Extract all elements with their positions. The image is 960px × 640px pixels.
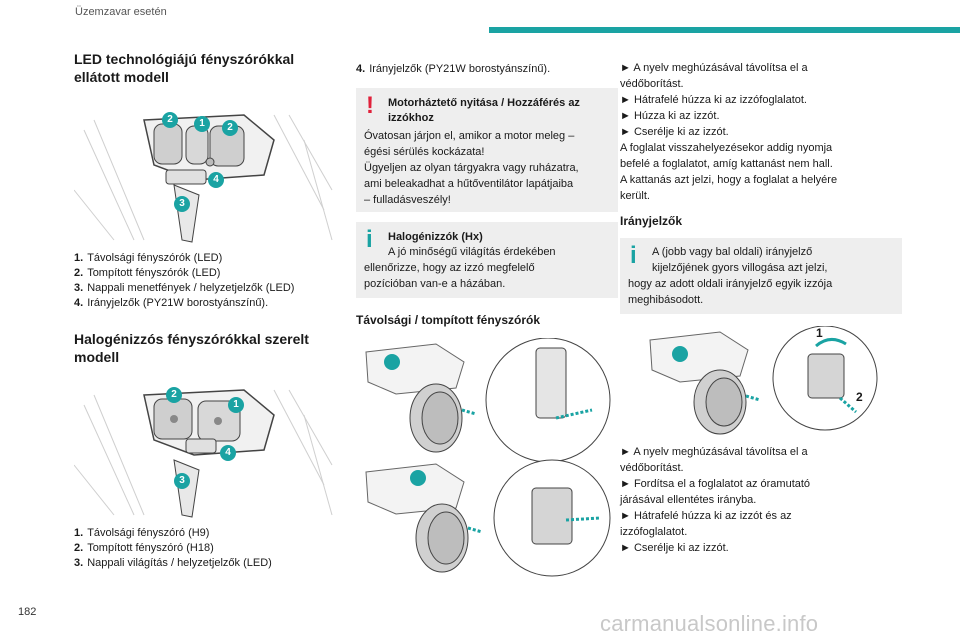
header-title: Üzemzavar esetén [75,6,167,18]
list-item: 2.Tompított fényszóró (H18) [74,542,214,554]
headlamp-illustration-icon [73,114,333,243]
list-item: 3.Nappali menetfények / helyzetjelzők (L… [74,282,295,294]
turn-signal-item: 4.Irányjelzők (PY21W borostyánszínű). [356,63,551,75]
warning-box: ! Motorháztető nyitása / Hozzáférés az i… [356,88,618,212]
warning-title: Motorháztető nyitása / Hozzáférés az izz… [388,97,580,124]
halogen-model-title: Halogénizzós fényszórókkal szerelt model… [74,331,309,365]
turn-signal-figure: 1 2 [620,325,905,436]
callout-2: 2 [222,120,238,136]
list-item: 1.Távolsági fényszórók (LED) [74,252,223,264]
led-model-title: LED technológiájú fényszórókkal ellátott… [74,51,295,85]
info-box: i Halogénizzók (Hx) A jó minőségű világí… [356,222,618,298]
turn-signal-info-text: A (jobb vagy bal oldali) irányjelző kije… [628,246,833,306]
callout-1: 1 [816,326,823,340]
callout-3: 3 [174,473,190,489]
callout-2: 2 [166,387,182,403]
info-icon: i [366,226,373,253]
led-legend-list: 1.Távolsági fényszórók (LED) 2.Tompított… [74,251,336,311]
callout-1: 1 [228,397,244,413]
list-item: 3.Nappali világítás / helyzetjelzők (LED… [74,557,272,569]
high-low-beam-heading: Távolsági / tompított fényszórók [356,313,541,327]
info-title: Halogénizzók (Hx) [388,231,483,243]
list-item: 2.Tompított fényszórók (LED) [74,267,221,279]
page-number: 182 [18,606,37,618]
list-item: 4.Irányjelzők (PY21W borostyánszínű). [74,297,269,309]
bulb-replacement-figure [356,337,618,580]
watermark: carmanualsonline.info [600,611,819,636]
turn-signal-info-box: i A (jobb vagy bal oldali) irányjelző ki… [620,238,902,314]
bulb-steps-2: ► A nyelv meghúzásával távolítsa el a vé… [620,446,811,554]
callout-1: 1 [194,116,210,132]
info-text: A jó minőségű világítás érdekében ellenő… [364,246,556,290]
halogen-legend-list: 1.Távolsági fényszóró (H9) 2.Tompított f… [74,526,336,571]
callout-4: 4 [220,445,236,461]
header-accent-bar [489,27,960,33]
bulb-steps-1: ► A nyelv meghúzásával távolítsa el a vé… [620,62,838,202]
callout-3: 3 [174,196,190,212]
callout-2: 2 [162,112,178,128]
led-headlamp-figure: 2 1 2 4 3 [73,110,336,246]
warning-exclamation-icon: ! [366,92,374,119]
list-item: 1.Távolsági fényszóró (H9) [74,527,210,539]
turn-signal-illustration-icon [649,325,878,435]
turn-signals-heading: Irányjelzők [620,214,683,228]
column-1: LED technológiájú fényszórókkal ellátott… [74,50,336,86]
info-icon: i [630,242,637,269]
headlamp-illustration-icon [73,389,333,518]
callout-4: 4 [208,172,224,188]
warning-text: Óvatosan járjon el, amikor a motor meleg… [364,130,579,206]
halogen-headlamp-figure: 2 1 4 3 [73,385,336,521]
callout-2: 2 [856,390,863,404]
bulb-replacement-illustration-icon [365,337,611,577]
